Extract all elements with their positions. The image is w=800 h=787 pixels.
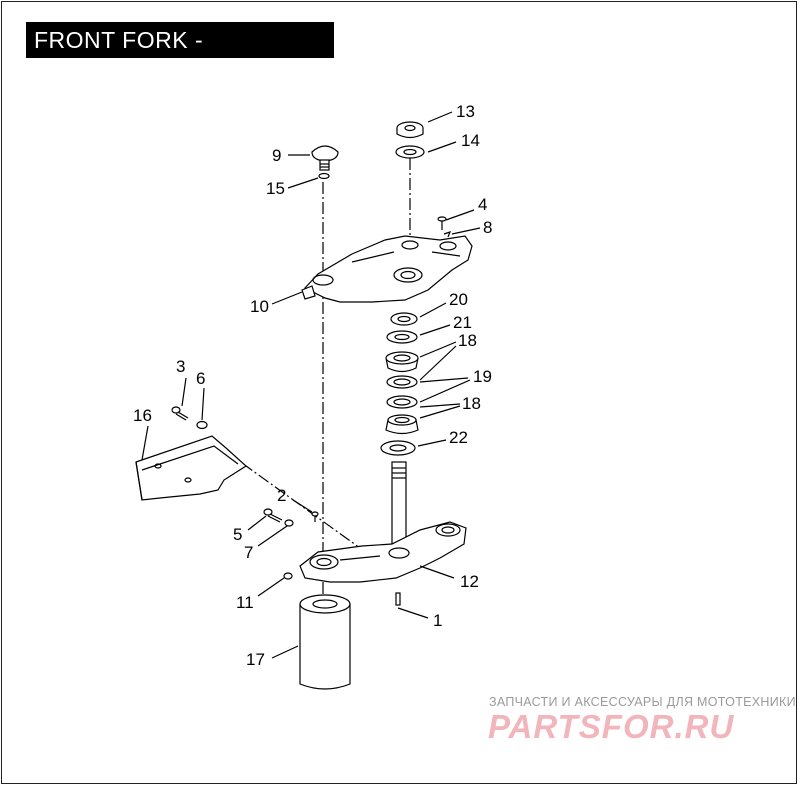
callout-21: 21 (453, 313, 472, 332)
callout-7: 7 (244, 543, 254, 562)
screw-part-2 (311, 511, 319, 522)
race-part-lower (386, 395, 418, 409)
leader-lines (141, 111, 481, 659)
seal-part (380, 440, 416, 456)
plug-part (283, 572, 293, 580)
callout-8: 8 (483, 218, 493, 237)
callout-6: 6 (196, 369, 206, 388)
callout-1: 1 (433, 611, 443, 630)
callout-9: 9 (272, 146, 282, 165)
bearing-part-upper (385, 351, 419, 373)
washer-part (395, 145, 425, 159)
watermark-logo: PARTSFOR.RU (488, 708, 735, 745)
callout-12: 12 (460, 572, 479, 591)
washer-part-7 (284, 519, 294, 527)
callout-20: 20 (449, 290, 468, 309)
callout-11: 11 (236, 593, 254, 612)
diagram-title: FRONT FORK - BRACKETS (26, 22, 334, 89)
screw-part-4 (437, 216, 447, 230)
callout-14: 14 (461, 131, 480, 150)
callout-18-upper: 18 (458, 331, 477, 350)
callout-3: 3 (176, 357, 186, 376)
lower-bracket-part (299, 461, 467, 583)
callout-13: 13 (456, 102, 475, 121)
upper-bracket-part (301, 235, 473, 303)
callout-4: 4 (478, 195, 488, 214)
nut-part (396, 121, 424, 139)
callout-18-lower: 18 (462, 394, 481, 413)
clip-part-8 (443, 231, 452, 238)
spacer-part (386, 330, 418, 344)
callout-16: 16 (133, 406, 152, 425)
pin-part (395, 592, 401, 606)
callout-2: 2 (277, 486, 287, 505)
callout-19: 19 (473, 367, 492, 386)
race-part-upper (386, 375, 418, 389)
callout-17: 17 (246, 650, 265, 669)
callout-15: 15 (266, 179, 285, 198)
bolt-part-3 (171, 406, 189, 421)
bearing-part-lower (385, 414, 419, 435)
watermark-subtitle: ЗАПЧАСТИ И АКСЕССУАРЫ ДЛЯ МОТОТЕХНИКИ (489, 695, 796, 709)
knob-part (311, 145, 339, 171)
callout-22: 22 (449, 428, 468, 447)
o-ring-part (318, 172, 330, 180)
bolt-part-5 (263, 508, 283, 523)
callout-10: 10 (250, 297, 269, 316)
bearing-nut-part (390, 312, 418, 326)
mounting-plate-part (135, 435, 247, 501)
washer-part-6 (196, 420, 208, 430)
fork-tube-cover-part (299, 594, 351, 690)
callout-5: 5 (233, 525, 243, 544)
